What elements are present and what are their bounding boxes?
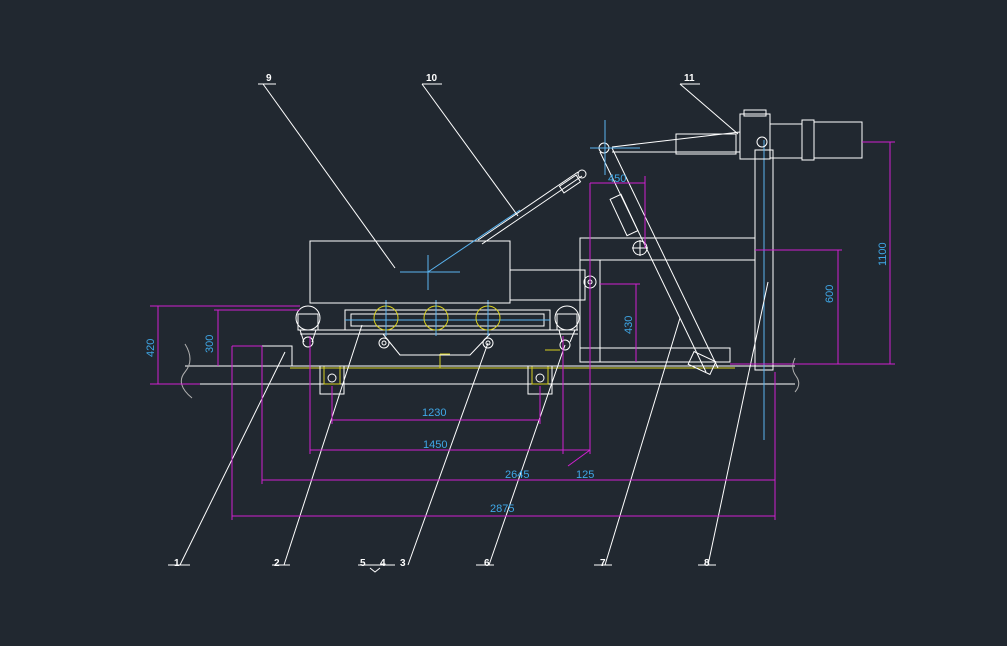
end-wheel-left: [295, 305, 321, 348]
carriage-wheels: [373, 300, 501, 336]
dimension-1450: 1450: [423, 439, 447, 451]
main-box: [309, 240, 586, 304]
part-label-6: 6: [484, 558, 490, 569]
carriage-frame: [300, 309, 578, 356]
part-label-1: 1: [174, 558, 180, 569]
ground-line: [180, 343, 800, 399]
tall-column: [754, 140, 774, 440]
dimension-300: 300: [204, 335, 216, 353]
part-label-11: 11: [684, 73, 695, 84]
dimension-450: 450: [608, 173, 626, 185]
dimension-430: 430: [623, 316, 635, 334]
dimension-420: 420: [145, 339, 157, 357]
top-actuator: [590, 109, 863, 175]
inclined-rod: [427, 169, 587, 273]
dimension-125: 125: [576, 469, 594, 481]
part-label-10: 10: [426, 73, 438, 84]
part-label-8: 8: [704, 558, 710, 569]
base-block: [261, 345, 293, 367]
dimension-lines: [150, 141, 895, 520]
dimension-2875: 2875: [490, 503, 514, 515]
part-label-2: 2: [274, 558, 280, 569]
part-label-9: 9: [266, 73, 272, 84]
lever-arm: [599, 147, 719, 376]
dimension-2645: 2645: [505, 469, 529, 481]
end-wheel-right: [554, 305, 580, 351]
dimension-600: 600: [824, 285, 836, 303]
part-label-3: 3: [400, 558, 406, 569]
dimension-1230: 1230: [422, 407, 446, 419]
dimension-1100: 1100: [877, 242, 889, 266]
middle-frame: [579, 237, 756, 363]
part-label-7: 7: [600, 558, 606, 569]
part-label-5: 5: [360, 558, 366, 569]
support-feet: [319, 365, 553, 395]
part-label-4: 4: [380, 558, 386, 569]
leader-lines: [168, 83, 769, 573]
rollers: [378, 337, 494, 349]
